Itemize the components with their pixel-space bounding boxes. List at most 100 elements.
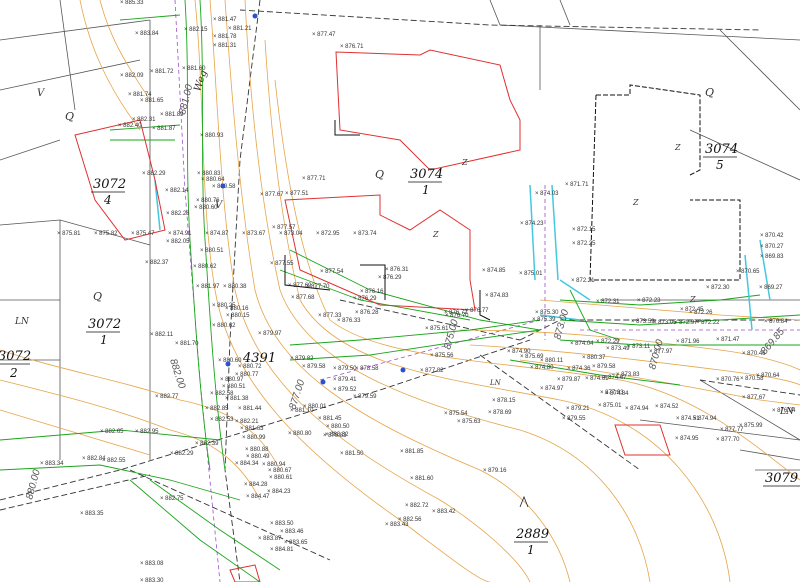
cyan-edges: [154, 179, 771, 331]
land-use-symbols: Q Q Q Q V V LN LN LN Z Z Z Z Z: [14, 86, 795, 417]
parcel-number: 3074: [705, 142, 738, 157]
spot-height: × 872.45: [680, 307, 704, 313]
spot-height: × 882.85: [205, 406, 229, 412]
spot-heights: × 885.33× 883.84× 882.15× 881.31× 881.78…: [40, 0, 796, 582]
land-use-v: V: [215, 200, 224, 211]
parcel-label-3072-4[interactable]: 3072 4: [91, 177, 126, 207]
dashed-line: [129, 469, 331, 561]
spot-height: × 874.84: [605, 391, 629, 397]
spot-height: × 874.03: [535, 191, 559, 197]
land-use-ln: LN: [14, 317, 30, 327]
parcel-label-3072-1[interactable]: 3072 1: [86, 317, 121, 347]
spot-height: × 882.77: [155, 394, 179, 400]
spot-height: × 881.70: [175, 341, 199, 347]
spot-height: × 885.33: [120, 0, 144, 6]
spot-height: × 883.65: [284, 540, 308, 546]
green-line: [149, 479, 281, 571]
dashed-line: [519, 319, 800, 341]
cyan-line: [559, 279, 591, 301]
spot-height: × 882.55: [102, 458, 126, 464]
parcel-line: [719, 29, 800, 111]
spot-height: × 877.51: [285, 191, 309, 197]
spot-height: × 880.76: [196, 198, 220, 204]
parcel-label-4391[interactable]: 4391: [242, 351, 276, 366]
spot-height: × 881.63: [240, 426, 264, 432]
cyan-line: [744, 254, 753, 331]
spot-height: × 874.52: [655, 404, 679, 410]
spot-height: × 869.27: [759, 285, 783, 291]
spot-height: × 876.31: [385, 267, 409, 273]
parcel-label-3072-2[interactable]: 3072 2: [0, 349, 31, 380]
parcel-number: 3072: [88, 317, 121, 332]
spot-height: × 875.01: [519, 271, 543, 277]
parcel-line: [639, 419, 800, 441]
parcel-label-3074-1[interactable]: 3074 1: [408, 167, 443, 197]
spot-height: × 880.01: [303, 404, 327, 410]
spot-height: × 877.97: [649, 349, 673, 355]
parcel-number: 3072: [93, 177, 126, 192]
spot-height: × 877.47: [312, 32, 336, 38]
spot-height: × 881.31: [213, 43, 237, 49]
spot-height: × 875.47: [131, 231, 155, 237]
parcel-label-3079[interactable]: 3079: [763, 471, 800, 487]
spot-height: × 870.46: [742, 351, 766, 357]
contour-line: [0, 349, 281, 471]
parcel-sub: 1: [100, 333, 108, 347]
spot-height: × 880.37: [582, 355, 606, 361]
parcel-sub: 5: [716, 158, 724, 172]
spot-height: × 877.69: [288, 283, 312, 289]
parcel-label-3074-5[interactable]: 3074 5: [703, 142, 738, 172]
spot-height: × 882.15: [184, 27, 208, 33]
spot-height: × 880.49: [246, 454, 270, 460]
cyan-line: [551, 184, 559, 281]
spot-height: × 871.71: [565, 182, 589, 188]
spot-height: × 881.74: [128, 92, 152, 98]
parcel-boundaries: [0, 0, 800, 471]
spot-height: × 877.57: [272, 225, 296, 231]
spot-height: × 872.30: [706, 285, 730, 291]
spot-height: × 882.09: [120, 73, 144, 79]
contour-line: [519, 359, 800, 406]
spot-height: × 877.33: [318, 313, 342, 319]
spot-height: × 882.05: [166, 239, 190, 245]
building-bottom: [229, 564, 261, 582]
parcel-label-2889-1[interactable]: 2889 1: [514, 527, 549, 557]
spot-height: × 882.72: [405, 503, 429, 509]
black-building: [596, 84, 701, 176]
buildings: [74, 49, 671, 582]
spot-height: × 874.67: [603, 375, 627, 381]
building-3074-1b: [284, 194, 476, 311]
black-building: [479, 290, 491, 321]
spot-height: × 884.81: [270, 547, 294, 553]
parcel-line: [489, 0, 501, 26]
spot-height: × 879.97: [258, 331, 282, 337]
spot-height: × 882.40: [118, 123, 142, 129]
spot-height: × 874.23: [520, 221, 544, 227]
spot-height: × 879.21: [566, 406, 590, 412]
spot-height: × 881.38: [225, 396, 249, 402]
land-use-z: Z: [432, 230, 439, 239]
spot-height: × 874.95: [675, 436, 699, 442]
contour-label: 869.85: [759, 326, 787, 357]
spot-height: × 881.50: [340, 451, 364, 457]
spot-height: × 881.85: [400, 449, 424, 455]
well-marker-icon: [252, 13, 258, 19]
spot-height: × 875.63: [457, 419, 481, 425]
spot-height: × 880.62: [193, 264, 217, 270]
building-3072-4: [74, 119, 166, 241]
spot-height: × 880.99: [242, 435, 266, 441]
spot-height: × 880.77: [235, 372, 259, 378]
black-building: [589, 94, 741, 281]
spot-height: × 880.88: [245, 447, 269, 453]
green-line: [119, 14, 181, 21]
building-3074-1: [335, 49, 521, 171]
spot-height: × 880.38: [223, 284, 247, 290]
spot-height: × 879.82: [290, 356, 314, 362]
green-line: [569, 289, 621, 341]
land-use-q: Q: [65, 110, 74, 123]
spot-height: × 879.52: [333, 387, 357, 393]
spot-height: × 872.15: [572, 227, 596, 233]
